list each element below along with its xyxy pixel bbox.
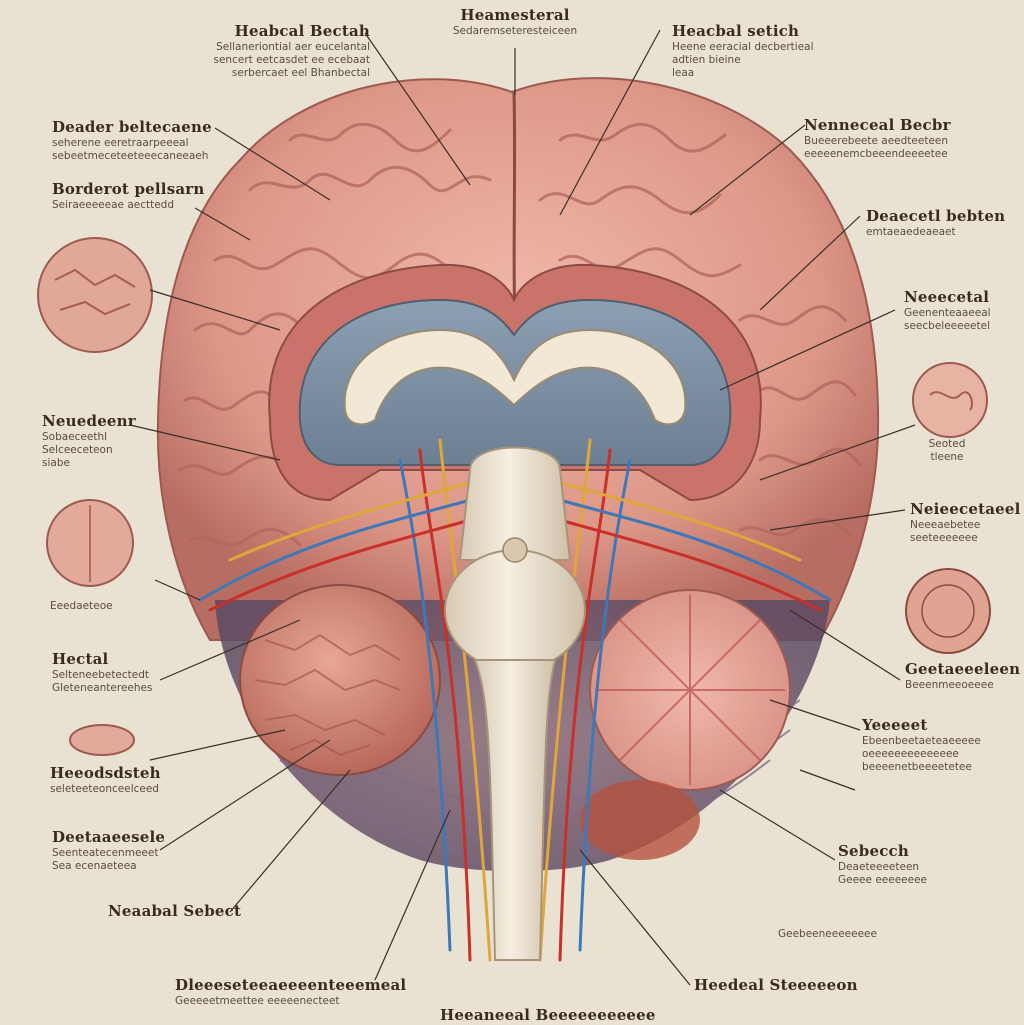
label-title: Neaabal Sebect <box>108 902 242 920</box>
label-right-9: Geebeeneeeeeeee <box>778 928 908 941</box>
label-bottom-left: Dleeeseteeaeeeenteeemeal Geeeeetmeettee … <box>175 976 407 1008</box>
gyri <box>178 122 862 547</box>
label-sub: Sobaeceethl <box>42 430 108 443</box>
label-sub: seecbeleeeeetel <box>904 319 990 332</box>
label-sub: leaa <box>672 67 695 79</box>
label-sub: adtien bieine <box>672 53 741 66</box>
label-title: Sebecch <box>838 842 909 860</box>
label-title: Seoted <box>928 438 966 450</box>
label-sub: seeteeeeeee <box>910 531 978 544</box>
label-sub: Geenenteaaeeal <box>904 306 991 319</box>
label-sub: Ebeenbeetaeteaeeeee <box>862 734 981 747</box>
label-title: Heabcal Bectah <box>234 22 370 40</box>
label-title: Yeeeeet <box>862 716 928 734</box>
label-title: Neuedeenr <box>42 412 136 430</box>
label-title: Heamesteral <box>460 6 570 24</box>
label-title: Heeodsdsteh <box>50 764 161 782</box>
label-sub: oeeeeeeeeeeeeee <box>862 747 959 760</box>
label-sub: Beeenmeeoeeee <box>905 678 994 691</box>
label-title: Neeecetal <box>904 288 990 306</box>
label-sub: Seenteatecenmeeet <box>52 846 159 859</box>
label-sub: Gleteneantereehes <box>52 681 153 694</box>
label-title: Heedeal Steeeeeon <box>694 976 858 994</box>
label-sub: Bueeerebeete aeedteeteen <box>804 134 949 147</box>
cerebellum-left <box>239 584 441 776</box>
label-sub: eeeeenemcbeeendeeeetee <box>804 147 948 160</box>
label-top-right: Heacbal setich Heene eeracial decbertiea… <box>672 22 872 80</box>
red-muscle-right <box>580 780 700 860</box>
label-left-4: Neuedeenr Sobaeceethl Selceeceteon siabe <box>42 412 142 470</box>
label-title: Geetaeeeleen <box>905 660 1021 678</box>
label-sub: emtaeaedeaeaet <box>866 225 956 238</box>
label-sub: Seiraeeeeeae aecttedd <box>52 198 175 211</box>
label-sub: siabe <box>42 457 70 469</box>
label-sub: serbercaet eel Bhanbectal <box>231 67 370 79</box>
label-sub: Deaeteeeeteen <box>838 860 920 873</box>
label-title: Nenneceal Becbr <box>804 116 951 134</box>
label-title: Heeaneeal Beeeeeeeeeee <box>440 1006 656 1024</box>
cerebellum-folia <box>254 633 401 757</box>
label-sub: seherene eeretraarpeeeal <box>52 136 189 149</box>
thumbnail-right-1 <box>912 362 988 438</box>
label-sub: Geeee eeeeeeee <box>838 873 927 886</box>
label-sub: Sellaneriontial aer eucelantal <box>216 40 370 53</box>
label-sub: Selceeceteon <box>42 443 113 456</box>
label-left-7: Hectal Selteneebetectedt Gleteneantereeh… <box>52 650 162 695</box>
label-title: Eeedaeteoe <box>50 600 113 612</box>
label-right-1: Nenneceal Becbr Bueeerebeete aeedteeteen… <box>804 116 994 161</box>
label-title: Dleeeseteeaeeeenteeemeal <box>175 976 407 994</box>
label-sub: sencert eetcasdet ee ecebaat <box>213 53 371 66</box>
label-left-9: Deetaaeesele Seenteatecenmeeet Sea ecena… <box>52 828 166 873</box>
label-right-3: Neeecetal Geenenteaaeeal seecbeleeeeetel <box>904 288 1014 333</box>
label-title: Deader beltecaene <box>52 118 212 136</box>
pituitary <box>502 537 528 563</box>
thumbnail-left-3 <box>69 724 135 756</box>
label-title: Heacbal setich <box>672 22 800 40</box>
rosette-rays <box>595 595 785 785</box>
label-top-left: Heabcal Bectah Sellaneriontial aer eucel… <box>160 22 371 80</box>
label-sub: Geeeeetmeettee eeeeenecteet <box>175 994 340 1007</box>
label-left-1: Deader beltecaene seherene eeretraarpeee… <box>52 118 222 163</box>
label-left-2: Borderot pellsarn Seiraeeeeeae aecttedd <box>52 180 205 212</box>
label-bottom-center: Heeaneeal Beeeeeeeeeee <box>440 1006 656 1025</box>
brainstem <box>444 446 586 961</box>
label-left-6: Eeedaeteoe <box>50 600 150 613</box>
label-sub: sebeetmeceteeteeecaneeaeh <box>52 149 209 162</box>
label-title: Deaecetl bebten <box>866 207 1006 225</box>
label-right-2: Deaecetl bebten emtaeaedeaeaet <box>866 207 1006 239</box>
label-sub: Sea ecenaeteea <box>52 859 137 872</box>
pons <box>444 549 586 671</box>
label-title: Borderot pellsarn <box>52 180 205 198</box>
label-sub: seleteeteonceelceed <box>50 782 159 795</box>
label-title: Hectal <box>52 650 109 668</box>
label-sub: Heene eeracial decbertieal <box>672 40 814 53</box>
label-right-5: Neieecetaeel Neeeaebetee seeteeeeeee <box>910 500 1020 545</box>
label-right-8: Sebecch Deaeteeeeteen Geeee eeeeeeee <box>838 842 988 887</box>
leader-lines <box>129 29 916 986</box>
label-title: Geebeeneeeeeeee <box>778 928 877 940</box>
thumbnail-left-1 <box>37 237 153 353</box>
midbrain <box>458 446 572 561</box>
spinal-cord <box>473 659 557 961</box>
label-left-10: Neaabal Sebect <box>108 902 248 921</box>
label-sub: Selteneebetectedt <box>52 668 150 681</box>
label-sub: Neeeaebetee <box>910 518 981 531</box>
label-sub: beeeenetbeeeetetee <box>862 761 972 773</box>
label-bottom-right: Heedeal Steeeeeon <box>694 976 864 995</box>
label-sub: tleene <box>930 451 964 464</box>
label-title: Neieecetaeel <box>910 500 1021 518</box>
corpus-callosum <box>343 328 687 426</box>
thumbnail-left-2 <box>46 499 134 587</box>
label-right-4: Seoted tleene <box>912 438 982 464</box>
label-right-6: Geetaeeeleen Beeenmeeoeeee <box>905 660 1020 692</box>
label-title: Deetaaeesele <box>52 828 166 846</box>
label-left-8: Heeodsdsteh seleteeteonceelceed <box>50 764 161 796</box>
label-right-7: Yeeeeet Ebeenbeetaeteaeeeee oeeeeeeeeeee… <box>862 716 1020 774</box>
label-sub: Sedaremseteresteiceen <box>452 24 578 37</box>
corpus-callosum-region <box>268 263 762 502</box>
label-top-center: Heamesteral Sedaremseteresteiceen <box>440 6 590 38</box>
thumbnail-right-2 <box>905 568 991 654</box>
